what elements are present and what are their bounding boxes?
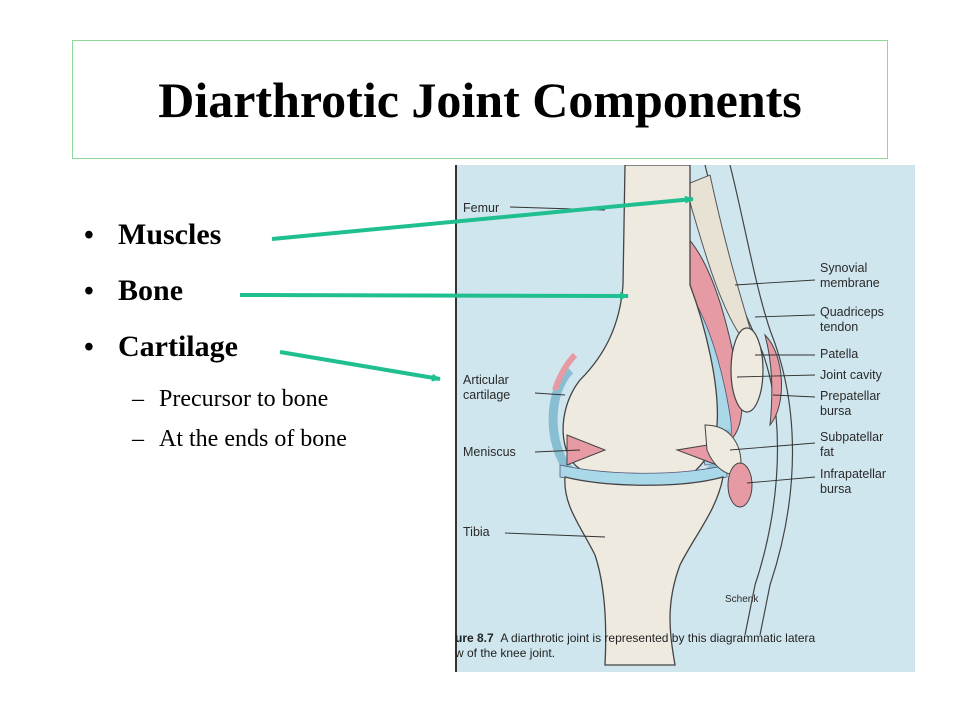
slide-title: Diarthrotic Joint Components — [158, 71, 802, 128]
arrow-cartilage — [279, 350, 441, 382]
sub-dash: – — [132, 426, 144, 452]
sub-dash: – — [132, 386, 144, 412]
label-prepatellar-2: bursa — [820, 404, 852, 418]
label-femur: Femur — [463, 201, 500, 215]
label-synovial-2: membrane — [820, 276, 880, 290]
label-prepatellar: Prepatellar — [820, 389, 881, 403]
bullet-bone: Bone — [118, 274, 184, 307]
label-infrapatellar: Infrapatellar — [820, 467, 887, 481]
title-box: Diarthrotic Joint Components — [72, 40, 888, 159]
label-signature: Schenk — [725, 594, 759, 605]
caption-line-2: w of the knee joint. — [455, 646, 556, 660]
label-synovial: Synovial — [820, 261, 868, 275]
label-joint-cavity: Joint cavity — [820, 368, 882, 382]
label-tibia: Tibia — [463, 525, 490, 539]
bullet-dot: • — [84, 332, 94, 363]
figure-edge — [455, 165, 457, 672]
bullet-muscles: Muscles — [118, 218, 222, 251]
subbullet-ends: At the ends of bone — [159, 426, 347, 452]
figure-caption: ure 8.7 A diarthrotic joint is represent… — [455, 631, 915, 661]
label-subpatellar-2: fat — [820, 445, 834, 459]
label-quadriceps-2: tendon — [820, 320, 859, 334]
label-subpatellar: Subpatellar — [820, 430, 884, 444]
bullet-dot: • — [84, 276, 94, 307]
label-patella: Patella — [820, 347, 859, 361]
knee-diagram-svg — [504, 165, 816, 666]
label-quadriceps: Quadriceps — [820, 305, 884, 319]
bullet-cartilage: Cartilage — [118, 330, 238, 363]
bullet-dot: • — [84, 220, 94, 251]
label-meniscus: Meniscus — [463, 445, 516, 459]
caption-line-1: A diarthrotic joint is represented by th… — [500, 631, 816, 645]
label-articular-2: cartilage — [463, 388, 511, 402]
caption-number: ure 8.7 — [455, 631, 494, 645]
knee-joint-figure: Femur Synovial membrane Quadriceps tendo… — [455, 165, 915, 672]
label-infrapatellar-2: bursa — [820, 482, 852, 496]
label-articular: Articular — [463, 373, 509, 387]
subbullet-precursor: Precursor to bone — [159, 386, 329, 412]
